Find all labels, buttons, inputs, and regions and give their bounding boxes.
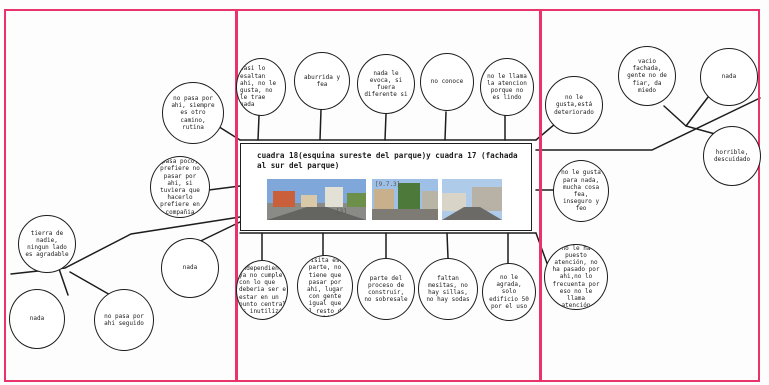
right-node-6-text: horrible, descuidado — [713, 148, 751, 163]
left-node-2-text: pasa poco, prefiere no pasar por ahi, si… — [160, 158, 200, 216]
left-node-6: no pasa por ahi seguido — [94, 289, 154, 351]
left-node-1: no pasa por ahi, siempre es otro camino,… — [162, 82, 224, 144]
left-node-5: nada — [9, 289, 65, 349]
bottom-node-1: independiente, ya no cumple con lo que d… — [236, 260, 288, 320]
left-node-1-text: no pasa por ahi, siempre es otro camino,… — [171, 95, 215, 131]
bottom-node-1-text: independiente, ya no cumple con lo que d… — [239, 264, 288, 315]
bottom-node-5-text: no le agrada, solo edificio 50 por el us… — [489, 274, 529, 310]
right-node-4: vacio fachada, gente no de fiar, da mied… — [618, 46, 676, 106]
top-node-3: nada le evoca, si fuera diferente si — [357, 54, 415, 114]
bottom-node-3: parte del proceso de construir, no sobre… — [357, 258, 415, 320]
bottom-node-5: no le agrada, solo edificio 50 por el us… — [482, 263, 536, 321]
right-node-1: no le gusta,está deteriorado — [545, 76, 603, 134]
bottom-node-3-text: parte del proceso de construir, no sobre… — [364, 274, 408, 304]
right-node-5-text: nada — [721, 73, 737, 81]
right-node-4-text: vacio fachada, gente no de fiar, da mied… — [627, 58, 667, 94]
top-node-3-text: nada le evoca, si fuera diferente si — [364, 69, 408, 99]
top-node-2-text: aburrida y fea — [303, 73, 341, 88]
street-photo-2 — [372, 179, 438, 220]
top-node-1-text: casi lo esaltan ahi, no le gusta, no le … — [240, 65, 277, 109]
top-node-5: no le llama la atencion porque no es lin… — [480, 58, 534, 116]
right-node-3-text: no le ha puesto atención, no ha pasado p… — [552, 244, 600, 310]
photo-stamp-2: [9.7.3] — [375, 181, 401, 188]
street-photo-3 — [442, 179, 502, 220]
left-node-4: nada — [161, 238, 219, 298]
left-node-6-text: no pasa por ahi seguido — [104, 312, 144, 327]
bottom-node-4-text: faltan mesitas, no hay sillas, no hay so… — [426, 274, 470, 304]
left-node-5-text: nada — [29, 315, 45, 323]
street-photo-1 — [267, 179, 366, 220]
photo-stamp-1: [3] — [336, 208, 347, 215]
top-node-5-text: no le llama la atencion porque no es lin… — [487, 72, 527, 102]
right-node-2-text: no le gusta para nada, mucha cosa fea, i… — [561, 169, 601, 213]
left-node-4-text: nada — [182, 264, 198, 272]
right-node-1-text: no le gusta,está deteriorado — [554, 94, 594, 116]
left-node-3-text: tierra de nadie, ningun lado es agradabl… — [25, 229, 69, 259]
bottom-node-4: faltan mesitas, no hay sillas, no hay so… — [418, 258, 478, 320]
right-node-3: no le ha puesto atención, no ha pasado p… — [544, 244, 608, 310]
bottom-node-2: nunca visita esa parte, no tiene que pas… — [297, 255, 353, 317]
left-node-2: pasa poco, prefiere no pasar por ahi, si… — [150, 156, 210, 218]
bottom-node-2-text: nunca visita esa parte, no tiene que pas… — [305, 256, 345, 316]
location-title: cuadra 18(esquina sureste del parque)y c… — [257, 151, 518, 171]
top-node-1: casi lo esaltan ahi, no le gusta, no le … — [236, 58, 286, 116]
top-node-4-text: no conoce — [430, 78, 464, 86]
top-node-4: no conoce — [420, 53, 474, 111]
right-node-6: horrible, descuidado — [703, 126, 761, 186]
right-panel — [540, 9, 760, 382]
left-node-3: tierra de nadie, ningun lado es agradabl… — [18, 215, 76, 273]
right-node-2: no le gusta para nada, mucha cosa fea, i… — [553, 160, 609, 222]
location-header-box: cuadra 18(esquina sureste del parque)y c… — [240, 143, 532, 231]
top-node-2: aburrida y fea — [294, 52, 350, 110]
right-node-5: nada — [700, 48, 758, 106]
